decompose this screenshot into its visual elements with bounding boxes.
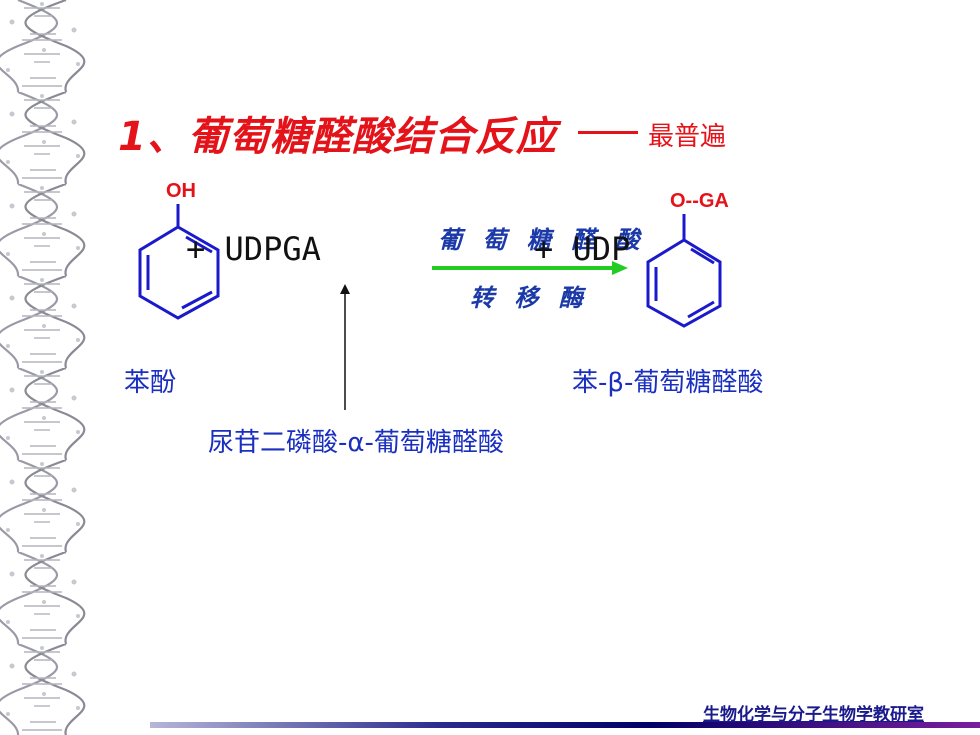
reagent-udpga: + UDPGA bbox=[186, 230, 321, 268]
reactant-name-label: 苯酚 bbox=[124, 368, 177, 398]
dna-border-decoration bbox=[0, 0, 86, 735]
title-note: 最普遍 bbox=[648, 122, 727, 152]
title-main: 葡萄糖醛酸结合反应 bbox=[187, 114, 557, 160]
slide-title: 1、葡萄糖醛酸结合反应 bbox=[118, 104, 557, 162]
product-ring-structure bbox=[646, 214, 722, 328]
product-substituent: O--GA bbox=[670, 190, 729, 212]
product-name-label: 苯-β-葡萄糖醛酸 bbox=[572, 368, 764, 398]
reagent-name-label: 尿苷二磷酸-α-葡萄糖醛酸 bbox=[208, 428, 504, 458]
byproduct-udp: + UDP bbox=[534, 230, 631, 268]
pointer-arrow bbox=[340, 284, 350, 410]
title-number: 1、 bbox=[118, 114, 188, 160]
phenol-ring-structure bbox=[138, 204, 220, 320]
reactant-substituent: OH bbox=[166, 180, 196, 202]
footer-bar bbox=[150, 722, 980, 728]
enzyme-name-line2: 转 移 酶 bbox=[470, 284, 589, 312]
reaction-arrow bbox=[432, 261, 628, 275]
footer-department: 生物化学与分子生物学教研室 bbox=[703, 705, 924, 725]
enzyme-name-line1: 葡 萄 糖 醛 酸 bbox=[438, 226, 646, 254]
title-dash bbox=[578, 131, 638, 134]
